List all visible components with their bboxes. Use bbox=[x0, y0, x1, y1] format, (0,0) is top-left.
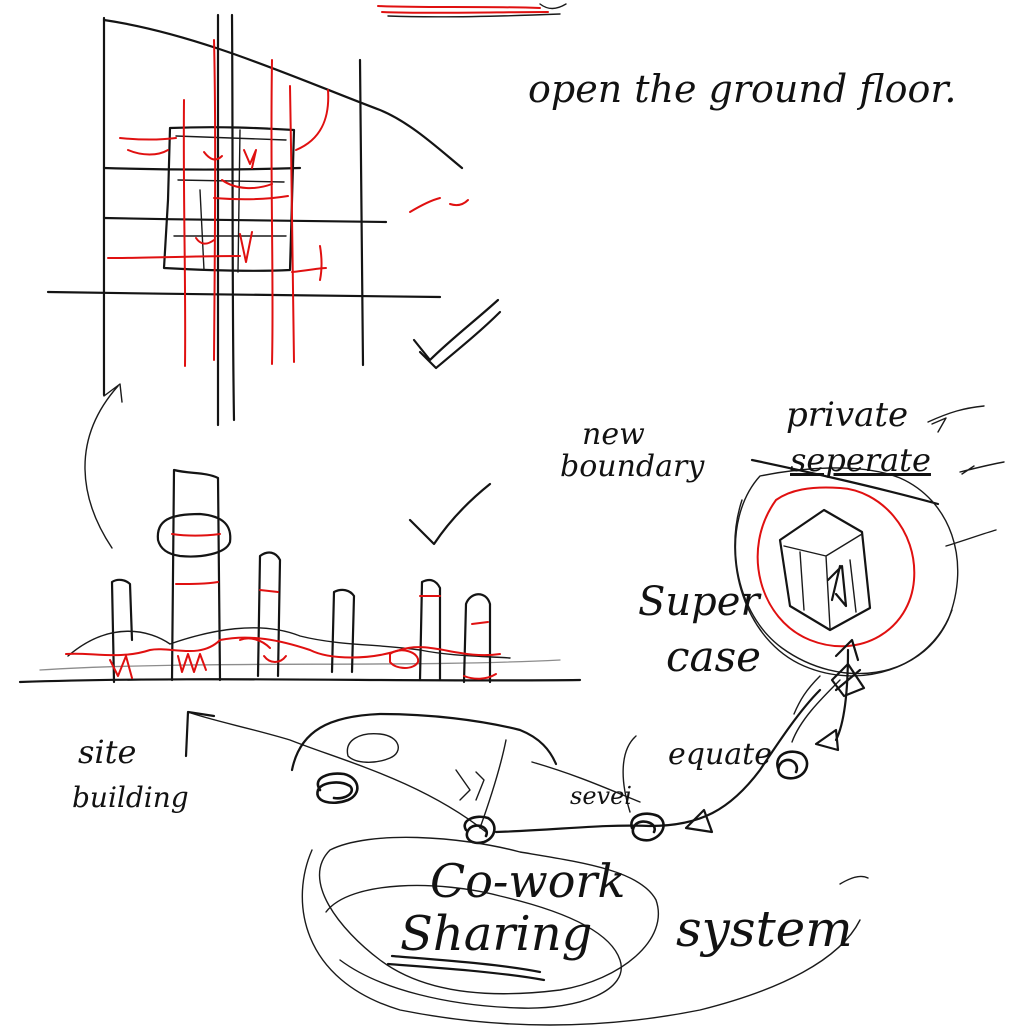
label-site: site bbox=[78, 733, 137, 771]
label-co-work: Co-work bbox=[430, 854, 626, 908]
skyline-section-drawing bbox=[18, 468, 582, 684]
note-open-ground-floor: open the ground floor. bbox=[528, 67, 957, 111]
floor-plan-drawing bbox=[46, 3, 567, 427]
label-new: new bbox=[582, 417, 645, 452]
label-building: building bbox=[72, 781, 189, 814]
circulation-diagram bbox=[184, 638, 869, 1026]
label-sharing: Sharing bbox=[400, 906, 593, 962]
label-sevei: sevei bbox=[570, 782, 632, 810]
label-case: case bbox=[666, 632, 761, 681]
label-boundary: boundary bbox=[560, 449, 705, 484]
label-system: system bbox=[676, 900, 853, 958]
boundary-diagram bbox=[734, 405, 1005, 677]
label-equate: equate bbox=[668, 737, 772, 772]
label-private: private bbox=[786, 395, 909, 435]
arrow-to-plan bbox=[84, 383, 123, 549]
label-super: Super bbox=[638, 579, 760, 625]
label-seperate: seperate bbox=[790, 441, 931, 479]
